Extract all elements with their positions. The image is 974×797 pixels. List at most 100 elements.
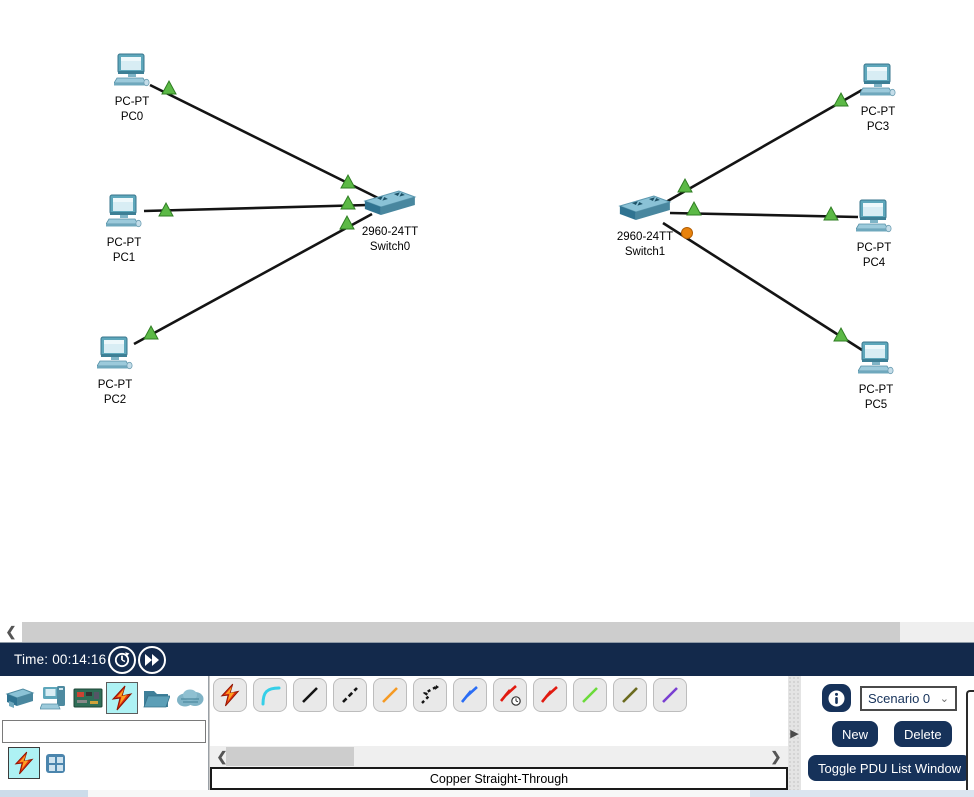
cable-palette: ❮ ❯ Copper Straight-Through [209,676,788,790]
device-name: PC1 [112,252,136,264]
link-pc1-switch0[interactable] [143,203,369,213]
cable-serial-dte-button[interactable] [533,678,567,712]
cable-iot-custom-button[interactable] [613,678,647,712]
components-category-icon [73,688,103,708]
reset-clock-icon [115,651,130,667]
switch-icon [618,195,672,220]
cable-phone-button[interactable] [413,678,447,712]
cable-scrollbar-thumb[interactable] [226,747,354,766]
device-pc3[interactable]: PC-PT PC3 [859,62,896,135]
scenario-info-button[interactable] [822,684,851,712]
device-name: PC5 [864,399,888,411]
device-model: PC-PT [860,106,896,118]
cable-scroll-right-icon[interactable]: ❯ [770,749,782,764]
fast-forward-time-button[interactable] [138,645,167,674]
cable-octal-button[interactable] [573,678,607,712]
device-grid-view-icon[interactable] [46,754,65,773]
toggle-pdu-list-button[interactable]: Toggle PDU List Window [808,755,972,781]
cable-console-button[interactable] [253,678,287,712]
category-connections[interactable] [106,682,138,714]
expand-panel-icon[interactable]: ▶ [790,727,799,740]
time-label: Time: [14,652,49,667]
simulation-time: Time: 00:14:16 [14,652,106,667]
link-switch1-pc3[interactable] [665,88,863,204]
link-status-amber-icon [681,227,693,239]
device-type-label-field[interactable] [2,720,206,743]
cable-serial-dce-button[interactable] [493,678,527,712]
pc-icon [857,341,894,375]
link-status-up-icon [833,91,849,107]
cable-buttons-row [213,678,687,714]
device-category-palette [0,680,208,716]
device-pc0[interactable]: PC-PT PC0 [113,52,150,125]
category-miscellaneous[interactable] [140,682,172,714]
device-model: PC-PT [856,242,892,254]
cable-fiber-button[interactable] [373,678,407,712]
category-network-devices[interactable] [4,682,36,714]
device-name: PC0 [120,111,144,123]
selected-cable-status: Copper Straight-Through [210,767,788,790]
pc-icon [859,63,896,97]
device-name: Switch1 [624,246,666,258]
canvas-hscrollbar[interactable]: ❮ [0,622,974,643]
category-multiuser[interactable] [174,682,206,714]
switch-icon [363,190,417,215]
selected-connection-type[interactable] [8,747,40,779]
pc-icon [105,194,142,228]
cable-usb-button[interactable] [653,678,687,712]
link-status-up-icon [161,79,177,95]
link-pc0-switch0[interactable] [149,83,379,200]
canvas-hscrollbar-thumb[interactable] [22,622,900,642]
scenario-select-value: Scenario 0 [868,691,931,706]
pdu-list-window-edge [966,690,974,797]
cable-palette-scrollbar[interactable]: ❮ ❯ [210,746,788,767]
category-end-devices[interactable] [38,682,70,714]
info-icon [828,690,845,706]
device-model: 2960-24TT [361,226,419,238]
device-model: PC-PT [114,96,150,108]
link-status-up-icon [340,173,356,189]
device-label: PC-PT PC3 [860,105,896,135]
link-status-up-icon [340,194,356,210]
device-pc1[interactable]: PC-PT PC1 [105,193,142,266]
link-status-up-icon [677,177,693,193]
device-name: PC2 [103,394,127,406]
cable-automatic-button[interactable] [213,678,247,712]
link-switch1-pc5[interactable] [662,221,863,352]
new-scenario-button[interactable]: New [832,721,879,747]
chevron-down-icon: ⌄ [939,693,949,705]
router-category-icon [5,688,35,708]
scenario-select[interactable]: Scenario 0 ⌄ [860,686,957,711]
delete-scenario-button[interactable]: Delete [894,721,952,747]
link-status-up-icon [339,214,355,230]
window-bottom-edge [0,790,974,797]
category-components[interactable] [72,682,104,714]
device-model: PC-PT [106,237,142,249]
cable-copper-straight-through-button[interactable] [293,678,327,712]
power-cycle-devices-button[interactable] [108,645,137,674]
panel-collapse-strip: ▶ [788,676,801,790]
device-name: PC3 [866,121,890,133]
link-status-up-icon [158,201,174,217]
scroll-left-icon[interactable]: ❮ [0,622,22,642]
pc-icon [113,53,150,87]
link-status-up-icon [823,205,839,221]
scenario-panel: Scenario 0 ⌄ New Delete Toggle PDU List … [801,676,972,790]
link-status-up-icon [686,200,702,216]
realtime-bar: Time: 00:14:16 [0,643,974,676]
auto-connect-icon [14,751,34,775]
link-pc2-switch0[interactable] [133,212,373,346]
cable-coaxial-button[interactable] [453,678,487,712]
cable-copper-cross-over-button[interactable] [333,678,367,712]
cable-scroll-left-icon[interactable]: ❮ [216,749,228,764]
